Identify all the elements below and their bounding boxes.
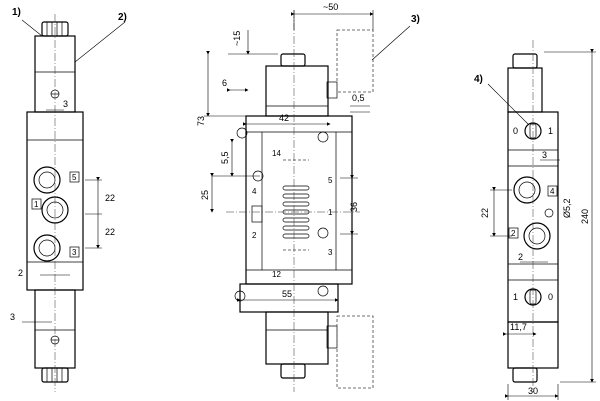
left-view: 3 22 22 2 3 5 1 3 1) 2) xyxy=(10,7,127,392)
right-dim-11-7: 11,7 xyxy=(510,322,527,332)
mid-bottom-connector-outline xyxy=(336,315,374,389)
mid-dim-15: ~15 xyxy=(232,31,242,46)
mid-port-12-label: 12 xyxy=(272,270,281,279)
right-top-nut xyxy=(512,53,538,69)
right-view: 4) 3 Ø5,2 22 2 11,7 240 30 4 2 0 1 1 0 xyxy=(474,40,596,400)
callout-1: 1) xyxy=(12,7,21,18)
right-top-solenoid xyxy=(507,67,543,113)
right-dim-3: 3 xyxy=(542,150,547,160)
left-dim-2: 2 xyxy=(18,268,23,278)
left-dim-22-lower: 22 xyxy=(105,227,115,237)
mid-port-1-label: 1 xyxy=(328,208,333,217)
left-dim-3-bottom: 3 xyxy=(10,312,15,322)
mid-port-3-label: 3 xyxy=(328,248,333,257)
left-dim-22-upper: 22 xyxy=(105,193,115,203)
spool-grooves xyxy=(282,185,310,239)
right-dim-22: 22 xyxy=(480,208,490,218)
mid-top-connector-outline xyxy=(336,29,374,93)
right-port-2-label: 2 xyxy=(511,229,516,238)
override-bottom-0: 0 xyxy=(548,292,553,302)
mid-dim-25: 25 xyxy=(200,190,210,200)
port-3-circle xyxy=(33,234,61,262)
left-port-3-label: 3 xyxy=(72,248,77,257)
mid-bottom-solenoid xyxy=(265,311,329,365)
port-5-circle xyxy=(33,166,61,194)
mounting-hole-icon xyxy=(544,208,554,218)
right-dim-diameter: Ø5,2 xyxy=(562,198,572,218)
override-top-1: 1 xyxy=(548,126,553,136)
right-dim-30: 30 xyxy=(528,386,538,396)
middle-view: 3) ~50 ~15 6 73 5,5 25 42 0,5 36 55 14 1… xyxy=(196,2,420,392)
mid-dim-50: ~50 xyxy=(323,2,338,12)
right-dim-240: 240 xyxy=(580,209,590,224)
mid-port-5-label: 5 xyxy=(328,176,333,185)
override-bottom-1: 1 xyxy=(513,292,518,302)
override-top-0: 0 xyxy=(513,126,518,136)
mid-port-4-label: 4 xyxy=(252,187,257,196)
left-port-5-label: 5 xyxy=(72,173,77,182)
callout-4: 4) xyxy=(474,74,483,85)
mid-dim-0-5: 0,5 xyxy=(352,93,365,103)
left-port-1-label: 1 xyxy=(34,200,39,209)
mid-dim-36: 36 xyxy=(349,202,359,212)
right-bottom-nut xyxy=(512,367,538,383)
right-port-4-label: 4 xyxy=(550,187,555,196)
mid-top-solenoid xyxy=(265,65,329,117)
mid-port-14-label: 14 xyxy=(272,149,281,158)
mid-dim-55: 55 xyxy=(282,289,292,299)
right-dim-2: 2 xyxy=(518,252,523,262)
mid-dim-5-5: 5,5 xyxy=(220,151,230,164)
left-dim-3-top: 3 xyxy=(63,99,68,109)
right-port-2-circle xyxy=(523,222,551,250)
mid-top-nut xyxy=(280,53,306,67)
mid-bottom-nut xyxy=(280,363,306,379)
mid-port-2-label: 2 xyxy=(252,231,257,240)
callout-2: 2) xyxy=(118,12,127,23)
mid-dim-42: 42 xyxy=(279,113,289,123)
callout-3: 3) xyxy=(411,14,420,25)
mid-dim-6: 6 xyxy=(222,78,227,88)
mid-dim-73: 73 xyxy=(196,116,206,126)
right-port-4-circle xyxy=(513,176,541,204)
